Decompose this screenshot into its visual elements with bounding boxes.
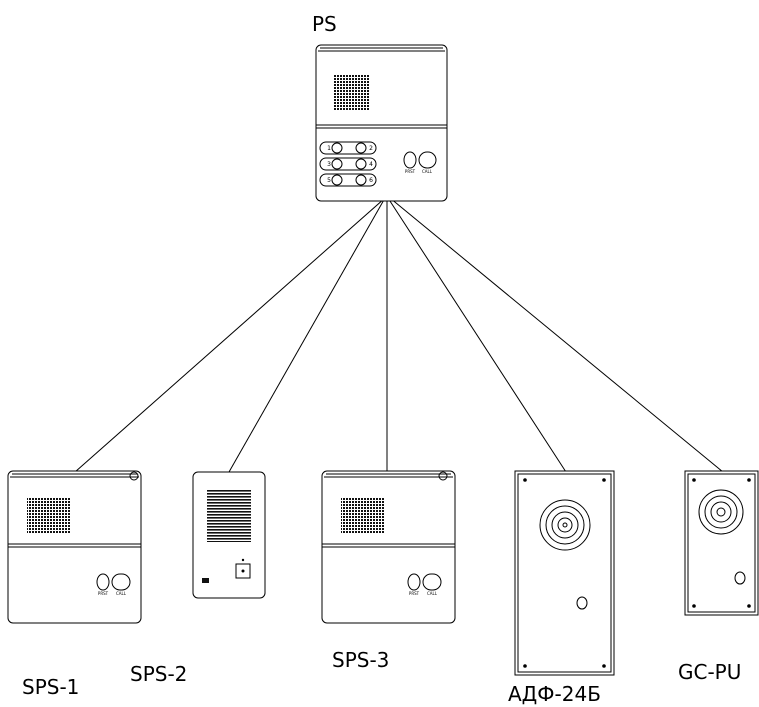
connection-gcpu [389, 197, 724, 473]
sps2-speaker-slots [207, 490, 251, 542]
sps1-station: PRST CALL [7, 470, 142, 624]
gcpu-panel [684, 470, 759, 616]
connection-sps2 [228, 197, 386, 473]
ps-key-2: 2 [369, 145, 373, 152]
ps-speaker-grille [333, 75, 370, 110]
sps3-label: SPS-3 [332, 648, 389, 672]
sps1-call-label: CALL [116, 591, 127, 596]
sps3-call-label: CALL [427, 591, 438, 596]
sps1-label: SPS-1 [22, 675, 79, 699]
sps2-indicator [202, 578, 209, 583]
ps-prst-label: PRST [405, 169, 416, 174]
ps-key-3: 3 [327, 161, 331, 168]
ps-call-button [418, 151, 437, 169]
ps-key-4: 4 [369, 161, 373, 168]
ps-key-1: 1 [327, 145, 331, 152]
sps1-prst-label: PRST [98, 591, 109, 596]
ps-station: 1 2 3 4 5 6 PRST CALL [315, 44, 448, 202]
adf24b-panel [514, 470, 615, 676]
ps-key-6: 6 [369, 177, 373, 184]
gcpu-speaker [698, 489, 744, 535]
ps-key-5: 5 [327, 177, 331, 184]
gcpu-call-button [734, 571, 746, 585]
sps3-speaker-grille [341, 498, 385, 534]
ps-call-label: CALL [422, 169, 433, 174]
sps3-prst-button [407, 573, 421, 591]
ps-label: PS [312, 12, 337, 36]
ps-keypad: 1 2 3 4 5 6 [319, 141, 377, 187]
connection-adf24b [387, 197, 567, 473]
adf24b-speaker [539, 499, 591, 551]
connection-sps1 [74, 197, 386, 473]
sps3-station: PRST CALL [321, 470, 456, 624]
sps1-call-button [111, 573, 131, 591]
connection-lines [74, 197, 724, 473]
sps1-speaker-grille [27, 498, 71, 534]
adf24b-call-button [576, 596, 588, 610]
ps-prst-button [403, 151, 417, 169]
sps2-station [192, 471, 266, 599]
sps3-prst-label: PRST [409, 591, 420, 596]
adf24b-label: АДФ-24Б [508, 682, 601, 706]
sps2-label: SPS-2 [130, 662, 187, 686]
sps1-prst-button [96, 573, 110, 591]
gcpu-label: GC-PU [678, 660, 741, 684]
sps3-call-button [422, 573, 442, 591]
